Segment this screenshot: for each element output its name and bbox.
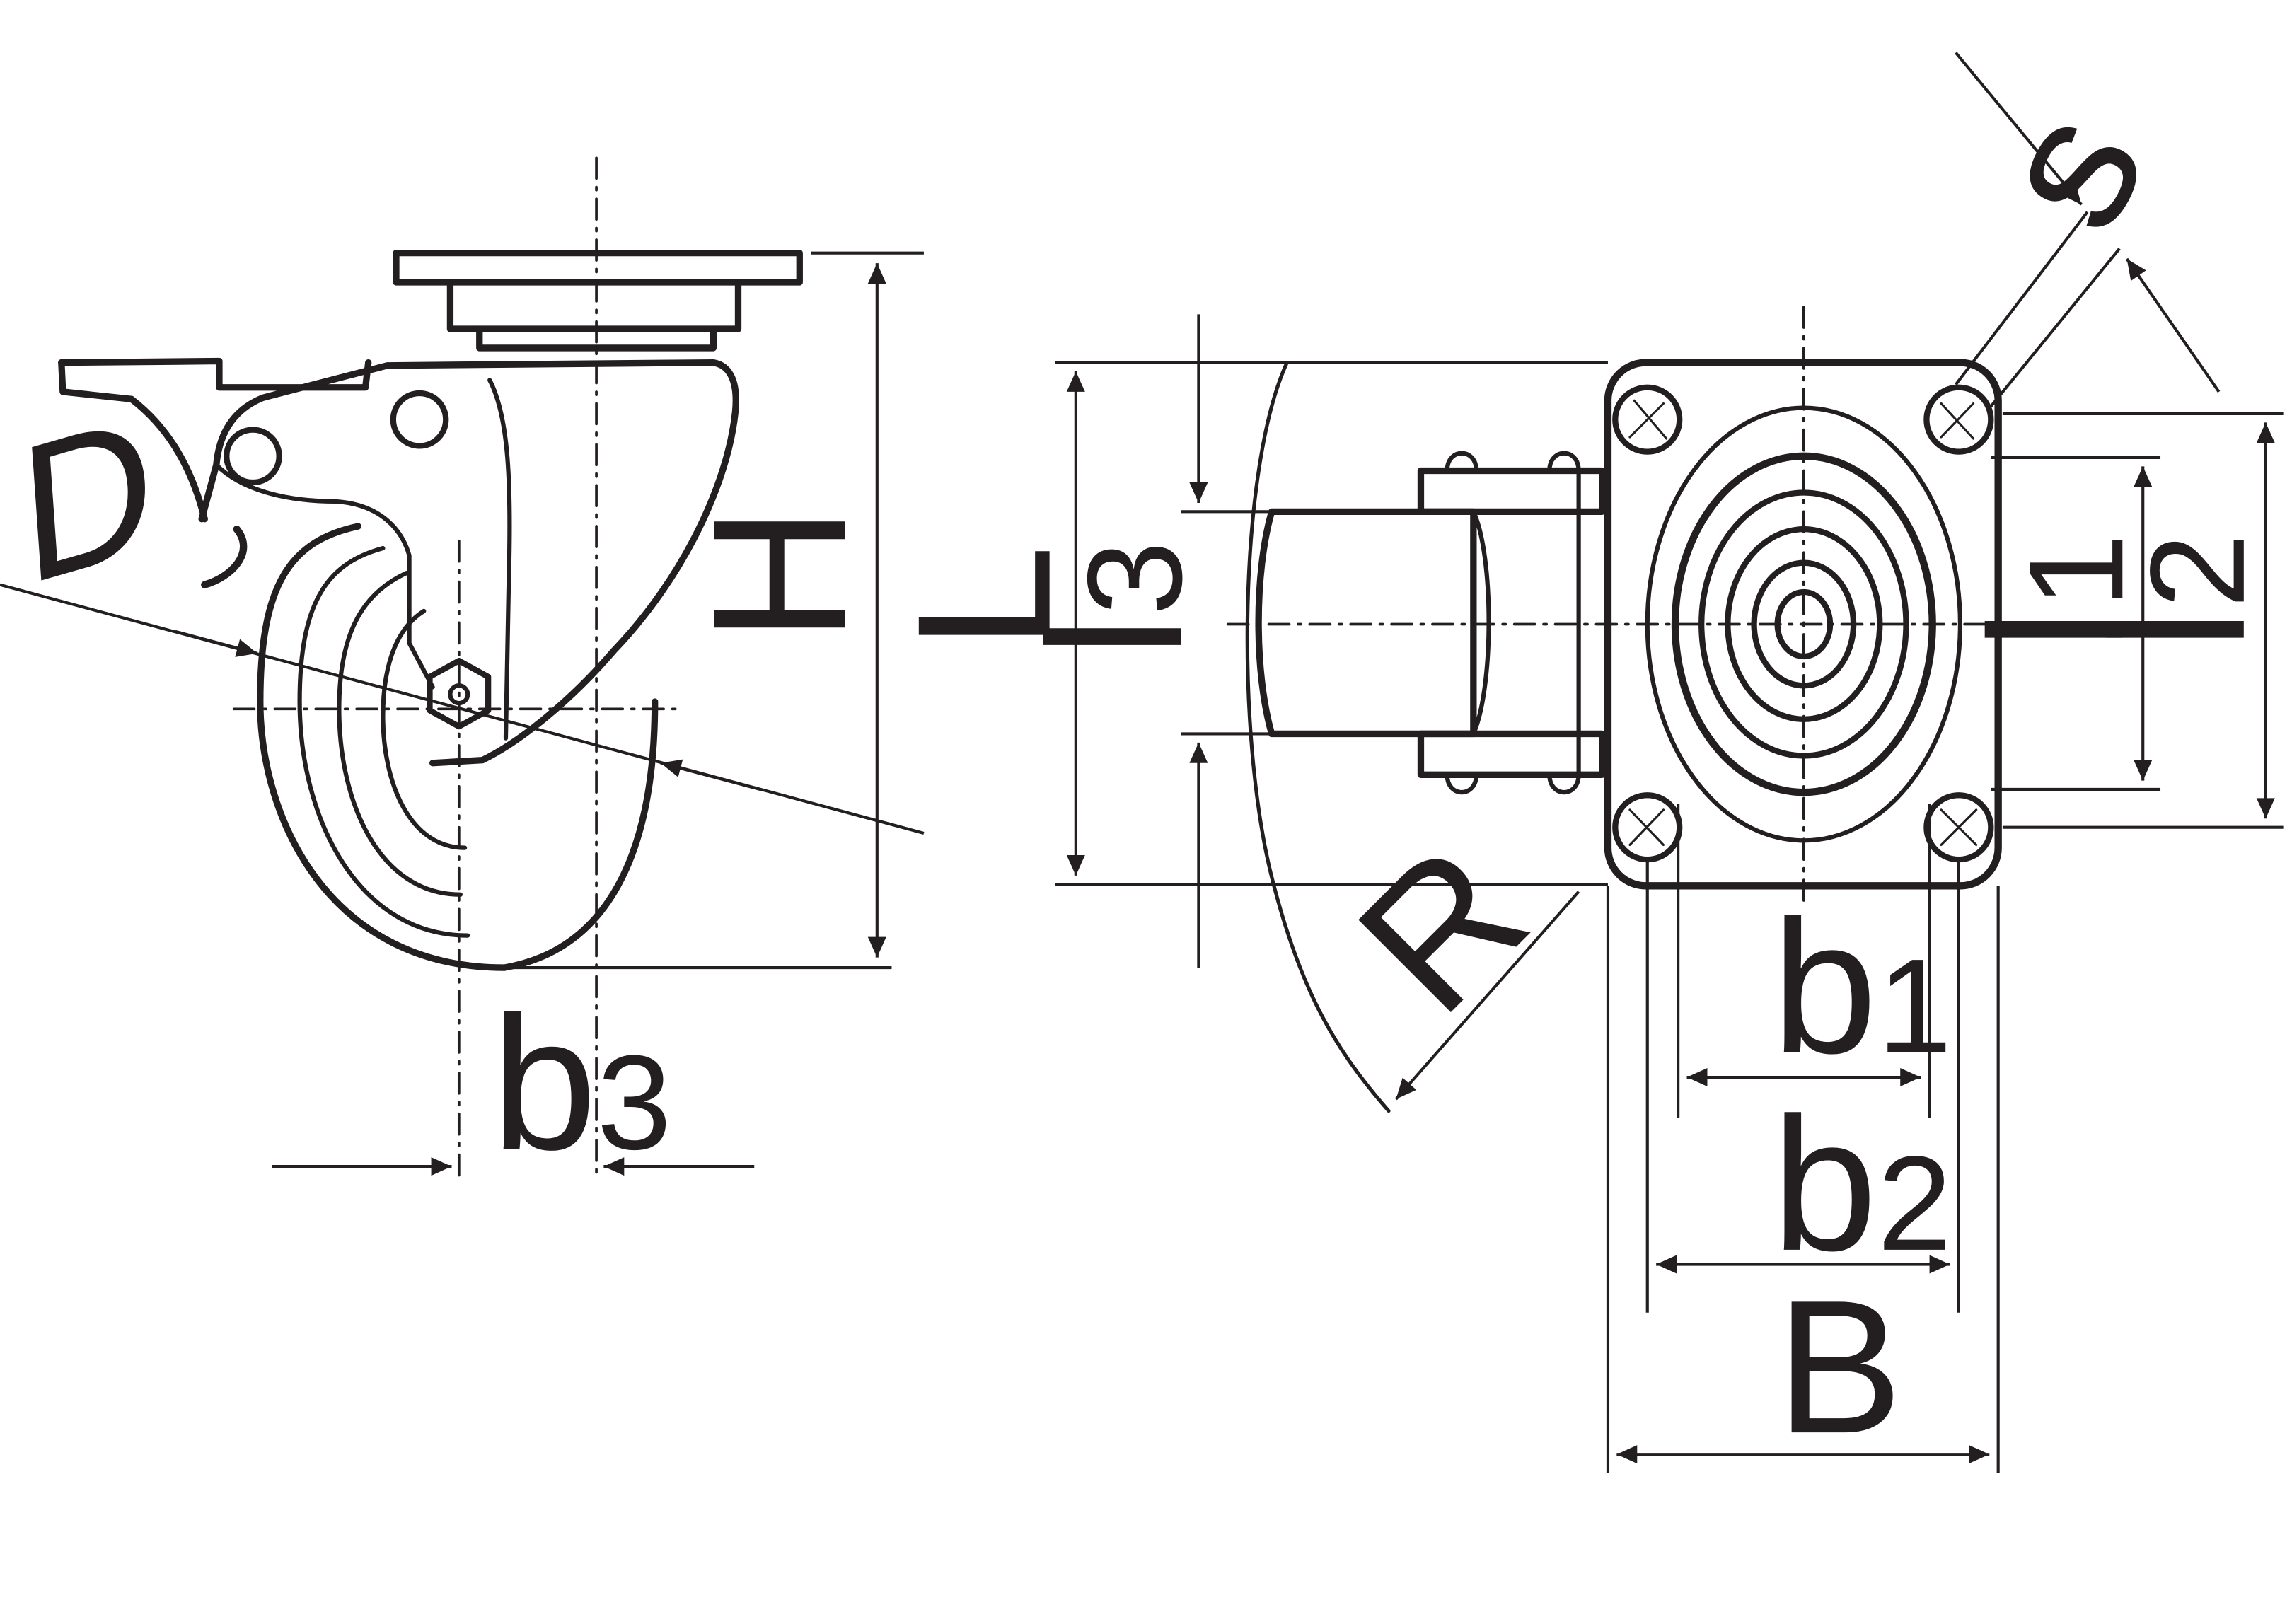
side-view-dimensions bbox=[0, 251, 925, 1176]
top-wheel bbox=[1255, 451, 1606, 794]
label-R: R bbox=[1319, 805, 1565, 1052]
label-b3: b3 bbox=[491, 977, 671, 1189]
label-B: B bbox=[1776, 1260, 1903, 1473]
brake-lever bbox=[58, 357, 449, 588]
swivel-radius-arc bbox=[1245, 362, 1391, 1113]
label-s: s bbox=[1953, 76, 2185, 260]
side-wheel bbox=[257, 523, 659, 971]
axle-hole bbox=[448, 683, 470, 706]
dimension-labels: D H b3 L l3 R s l1 l2 b1 b2 B bbox=[14, 76, 2284, 1473]
top-view-dimensions bbox=[1055, 52, 2284, 1474]
label-H: H bbox=[673, 506, 885, 643]
axle-hex-nut bbox=[427, 658, 492, 730]
label-l1: l1 bbox=[1950, 533, 2163, 650]
top-mounting-plate bbox=[393, 249, 803, 352]
side-view bbox=[58, 156, 803, 1180]
label-b1: b1 bbox=[1771, 881, 1952, 1093]
mounting-slot-top-right bbox=[1923, 384, 1994, 455]
label-b2: b2 bbox=[1771, 1078, 1952, 1290]
label-l3: l3 bbox=[1009, 541, 1222, 658]
fork-body bbox=[198, 359, 739, 767]
mounting-slot-top-left bbox=[1612, 384, 1683, 455]
label-L: L bbox=[878, 545, 1090, 650]
R-leader bbox=[1394, 891, 1580, 1101]
label-l2: l2 bbox=[2072, 533, 2284, 650]
label-D: D bbox=[14, 371, 161, 626]
top-view bbox=[1226, 306, 2026, 1113]
